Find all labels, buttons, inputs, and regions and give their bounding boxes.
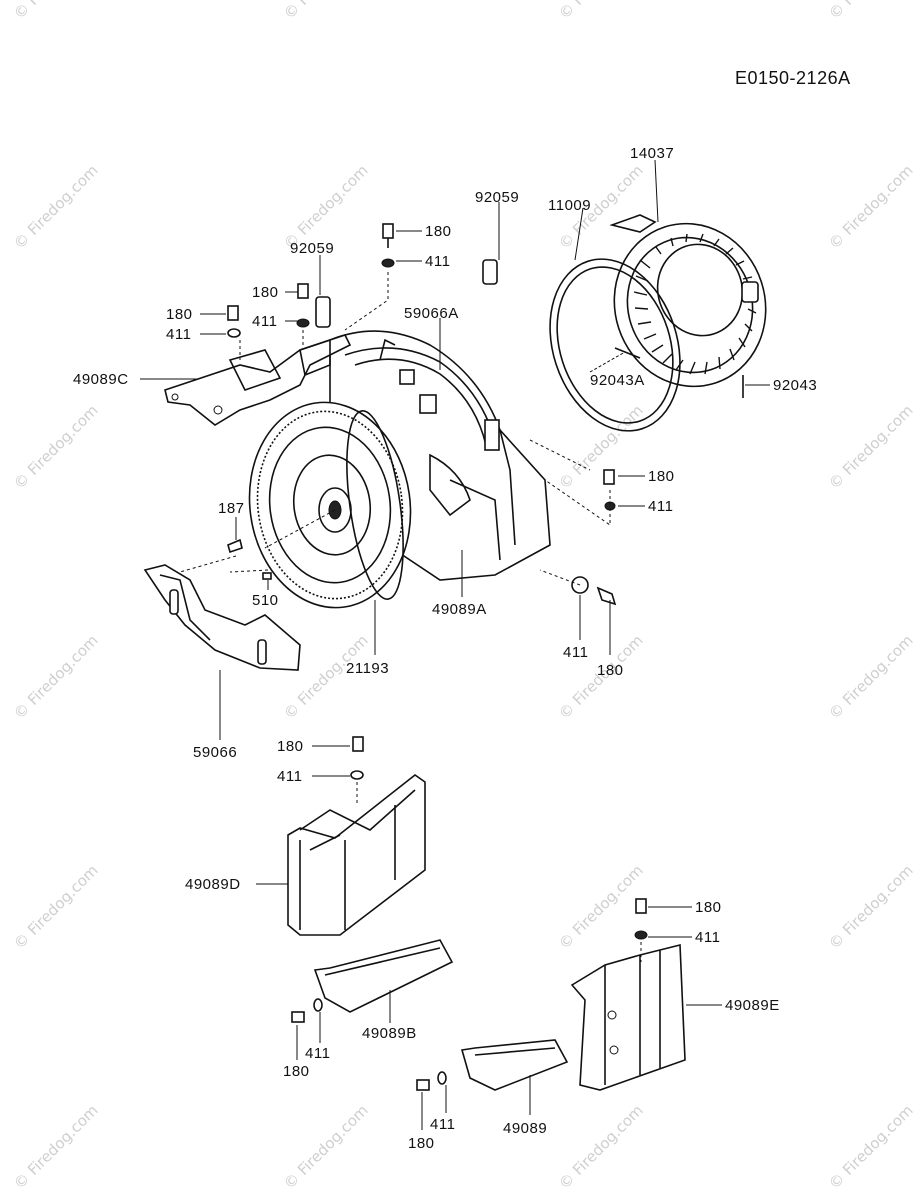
label-411: 411 (277, 768, 302, 785)
bracket-49089E (570, 943, 686, 1091)
label-510: 510 (252, 592, 279, 609)
watermark: © Firedog.com (10, 1101, 102, 1193)
watermark: © Firedog.com (10, 401, 102, 493)
label-180: 180 (283, 1063, 310, 1080)
band-ring (549, 258, 681, 432)
label-92059: 92059 (290, 240, 334, 257)
label-411: 411 (695, 929, 720, 946)
watermark: © Firedog.com (10, 861, 102, 953)
watermark: © Firedog.com (825, 631, 917, 723)
label-411: 411 (648, 498, 673, 515)
leader-lines (140, 159, 770, 1130)
label-49089E: 49089E (725, 997, 780, 1014)
watermark: © Firedog.com (555, 861, 647, 953)
watermark: © Firedog.com (555, 1101, 647, 1193)
label-14037: 14037 (630, 145, 674, 162)
label-49089C: 49089C (73, 371, 129, 388)
part-labels: 14037 11009 92059 92059 180 411 180 411 … (73, 145, 817, 1152)
label-59066: 59066 (193, 744, 237, 761)
label-11009: 11009 (548, 197, 591, 214)
label-180: 180 (695, 899, 722, 916)
plate-49089 (460, 1039, 569, 1091)
watermark-layer: © Firedog.com © Firedog.com © Firedog.co… (10, 0, 917, 1193)
plate-49089B (313, 939, 454, 1013)
label-180: 180 (425, 223, 452, 240)
diagram-id: E0150-2126A (735, 68, 851, 88)
label-180: 180 (252, 284, 279, 301)
plate-49089D (287, 774, 426, 936)
label-21193: 21193 (346, 660, 389, 677)
label-411: 411 (563, 644, 588, 661)
watermark: © Firedog.com (10, 631, 102, 723)
label-180: 180 (648, 468, 675, 485)
cover-59066 (143, 564, 301, 671)
label-180: 180 (277, 738, 304, 755)
label-92059: 92059 (475, 189, 519, 206)
label-411: 411 (425, 253, 450, 270)
label-411: 411 (305, 1045, 330, 1062)
recoil-starter (609, 214, 767, 388)
label-180: 180 (408, 1135, 435, 1152)
assembly-lines (179, 272, 642, 962)
watermark: © Firedog.com (10, 161, 102, 253)
label-180: 180 (597, 662, 624, 679)
bracket-49089C (164, 334, 352, 426)
label-59066A: 59066A (404, 305, 459, 322)
watermark: © Firedog.com (825, 161, 917, 253)
watermark: © Firedog.com (10, 0, 102, 23)
watermark: © Firedog.com (825, 1101, 917, 1193)
label-92043A: 92043A (590, 372, 645, 389)
label-49089D: 49089D (185, 876, 241, 893)
label-180: 180 (166, 306, 193, 323)
label-49089: 49089 (503, 1120, 547, 1137)
watermark: © Firedog.com (825, 861, 917, 953)
label-411: 411 (166, 326, 191, 343)
label-92043: 92043 (773, 377, 817, 394)
flywheel (248, 401, 412, 609)
watermark: © Firedog.com (555, 0, 647, 23)
label-49089B: 49089B (362, 1025, 417, 1042)
watermark: © Firedog.com (280, 0, 372, 23)
watermark: © Firedog.com (280, 1101, 372, 1193)
watermark: © Firedog.com (825, 0, 917, 23)
label-49089A: 49089A (432, 601, 487, 618)
watermark: © Firedog.com (825, 401, 917, 493)
label-411: 411 (430, 1116, 455, 1133)
label-411: 411 (252, 313, 277, 330)
label-187: 187 (218, 500, 245, 517)
